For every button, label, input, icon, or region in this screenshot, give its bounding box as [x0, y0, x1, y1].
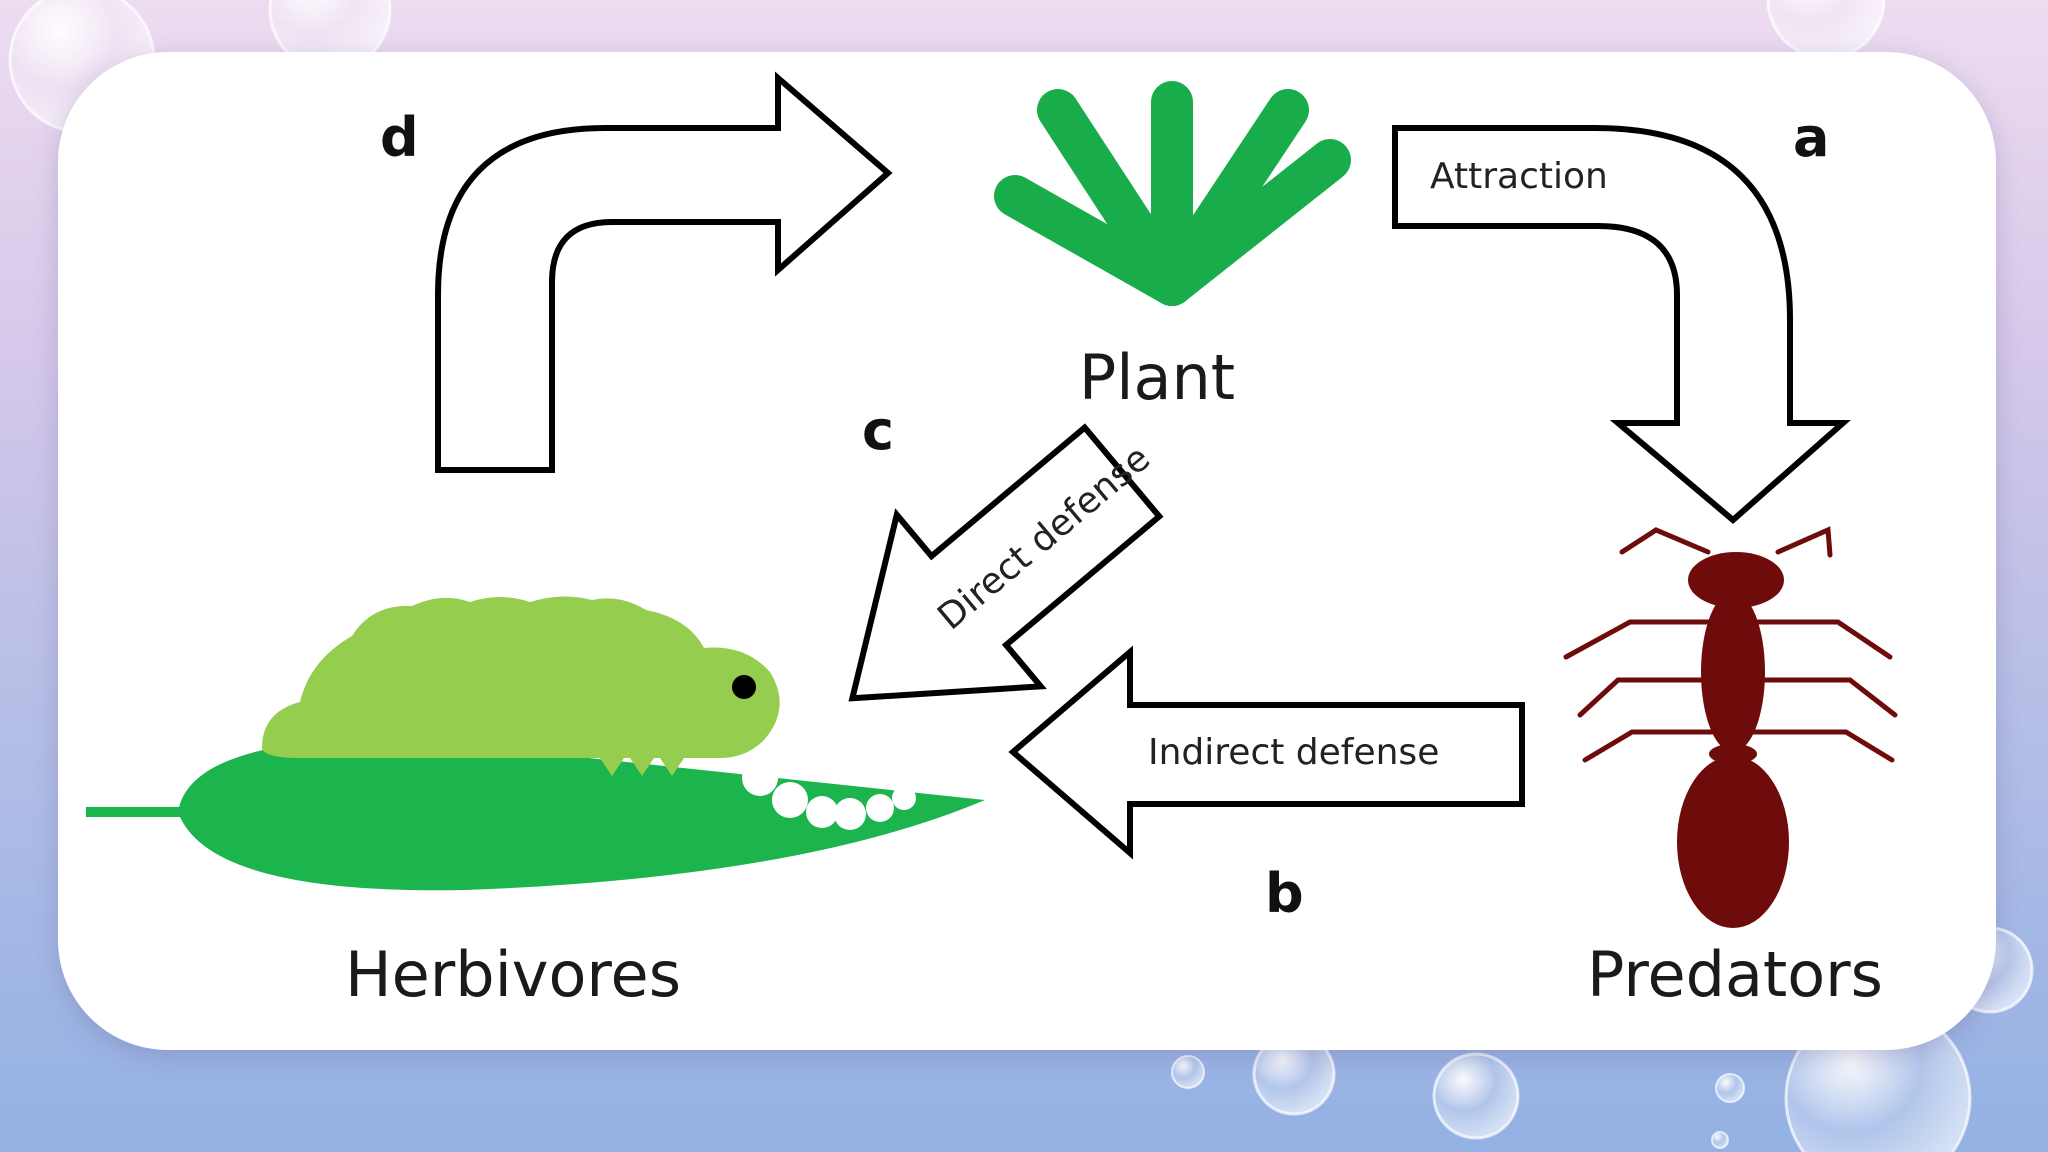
arrow-a-label: Attraction	[1430, 156, 1608, 197]
node-label-herbivores: Herbivores	[345, 938, 681, 1011]
node-label-predators: Predators	[1587, 938, 1883, 1011]
arrow-d	[435, 71, 893, 473]
bubble	[1171, 1055, 1205, 1089]
arrow-b-label: Indirect defense	[1148, 732, 1439, 773]
bubble	[1715, 1073, 1745, 1103]
bubble	[1432, 1052, 1520, 1140]
letter-c: c	[862, 399, 894, 462]
arrow-c	[848, 423, 1164, 702]
node-label-plant: Plant	[1079, 341, 1235, 414]
bubble	[1711, 1131, 1729, 1149]
arrow-a	[1392, 125, 1851, 524]
letter-b: b	[1265, 862, 1304, 925]
letter-d: d	[380, 106, 419, 169]
ant-icon	[1563, 526, 1898, 928]
caterpillar-on-leaf-icon	[86, 596, 985, 891]
letter-a: a	[1793, 106, 1829, 169]
plant-icon	[994, 81, 1351, 306]
arrow-b	[1008, 645, 1525, 860]
